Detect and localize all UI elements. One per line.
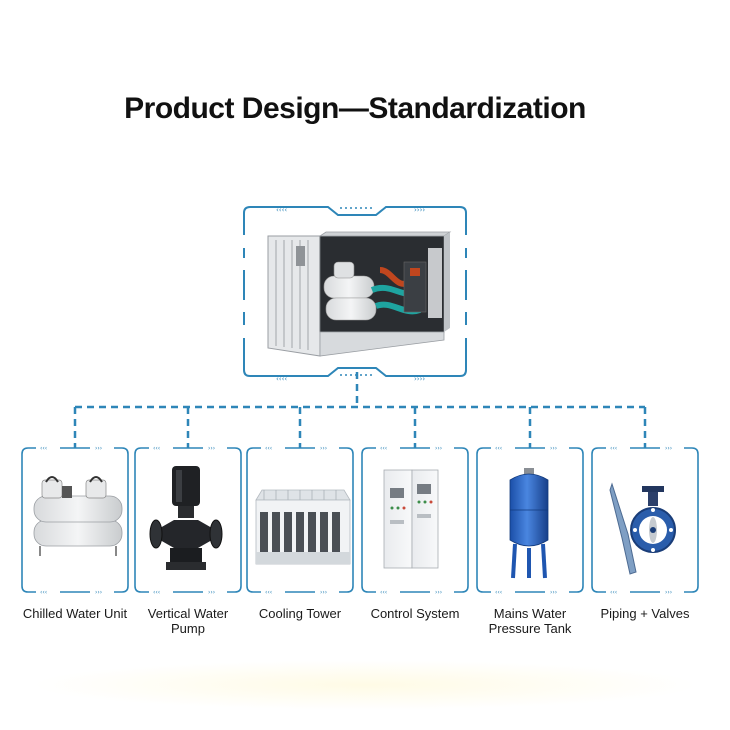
container-icon [267,231,452,357]
connector-lines [73,372,647,448]
frame-cooling-tower [246,447,354,593]
svg-text:›››: ››› [665,445,672,452]
pump-icon [149,466,223,570]
frame-vertical-water-pump [134,447,242,593]
svg-text:›››: ››› [320,589,327,596]
cooling-tower-icon [255,489,351,565]
frame-piping-valves [591,447,699,593]
center-frame [243,206,467,377]
label-piping-valves: Piping + Valves [600,606,690,621]
small-frame-chevrons: ‹‹‹ ››› ‹‹‹ ››› ‹‹‹ ››› ‹‹‹ ››› ‹‹‹ ››› ‹‹‹ ››… [40,445,672,596]
svg-text:›››: ››› [208,589,215,596]
label-cooling-tower: Cooling Tower [258,606,342,621]
svg-text:›››: ››› [550,589,557,596]
svg-text:‹‹‹: ‹‹‹ [380,445,387,452]
svg-text:‹‹‹: ‹‹‹ [610,589,617,596]
pressure-tank-icon [509,468,549,579]
svg-text:‹‹‹: ‹‹‹ [495,589,502,596]
page-title: Product Design—Standardization [124,92,586,125]
frame-control-system [361,447,469,593]
pipe-valve-icon [609,482,676,575]
svg-text:‹‹‹‹: ‹‹‹‹ [276,206,287,214]
svg-text:‹‹‹: ‹‹‹ [265,445,272,452]
svg-text:‹‹‹: ‹‹‹ [495,445,502,452]
svg-text:‹‹‹: ‹‹‹ [153,445,160,452]
label-vertical-water-pump: Vertical Water Pump [147,606,229,636]
label-control-system: Control System [370,606,460,621]
label-pressure-tank: Mains Water Pressure Tank [488,606,572,636]
svg-text:›››: ››› [665,589,672,596]
frame-pressure-tank [476,447,584,593]
label-chilled-water-unit: Chilled Water Unit [22,606,128,621]
svg-text:‹‹‹: ‹‹‹ [265,589,272,596]
svg-text:›››: ››› [208,445,215,452]
chiller-icon [33,476,123,556]
svg-text:›››: ››› [95,445,102,452]
svg-text:›››: ››› [95,589,102,596]
svg-text:‹‹‹: ‹‹‹ [380,589,387,596]
bottom-glow [30,660,700,710]
svg-text:‹‹‹: ‹‹‹ [153,589,160,596]
svg-text:‹‹‹: ‹‹‹ [40,589,47,596]
svg-text:‹‹‹‹: ‹‹‹‹ [276,375,287,383]
frame-chilled-water-unit [21,447,129,593]
frame-chevrons: ‹‹‹‹ ›››› ‹‹‹‹ ›››› [276,206,425,383]
svg-text:›››: ››› [435,589,442,596]
svg-text:››››: ›››› [414,375,425,383]
svg-text:›››: ››› [320,445,327,452]
control-cabinet-icon [383,469,439,569]
svg-text:›››: ››› [550,445,557,452]
svg-text:›››: ››› [435,445,442,452]
svg-text:‹‹‹: ‹‹‹ [40,445,47,452]
svg-text:››››: ›››› [414,206,425,214]
svg-text:‹‹‹: ‹‹‹ [610,445,617,452]
